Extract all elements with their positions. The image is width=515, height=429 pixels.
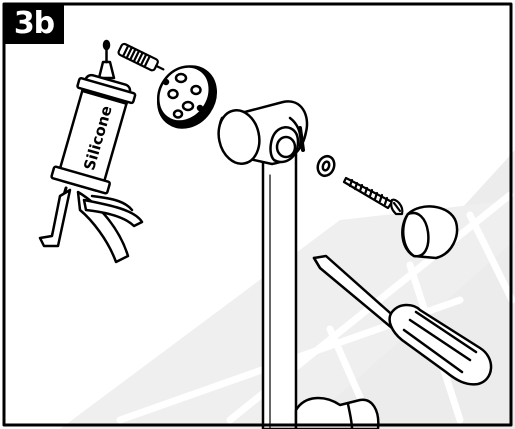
step-number-badge: 3b [4, 4, 64, 44]
rail-bracket-icon [214, 101, 307, 167]
wall-plug-icon [118, 43, 166, 75]
wood-screw-icon [344, 178, 402, 214]
bracket-cover-cap-icon [402, 206, 457, 258]
washer-icon [315, 154, 337, 178]
